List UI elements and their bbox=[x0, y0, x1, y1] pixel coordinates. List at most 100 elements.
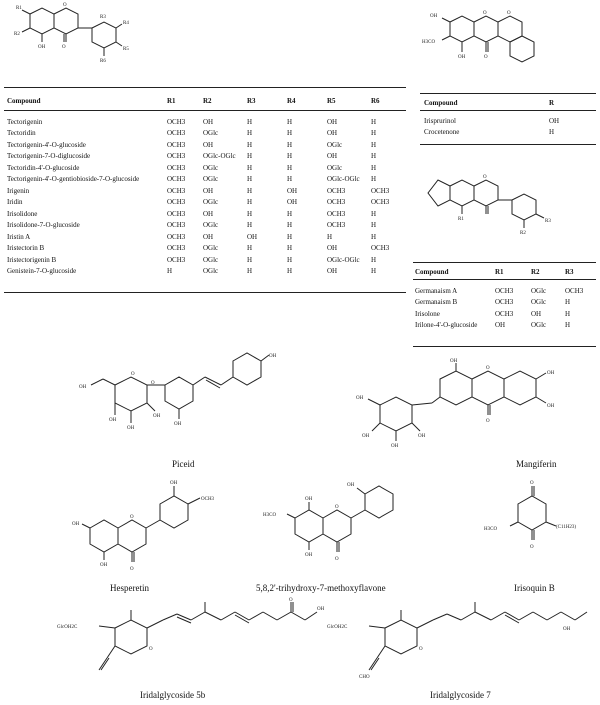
substituent-cell: OH bbox=[203, 186, 214, 195]
compound-name-cell: Tectoridin-4'-O-glucoside bbox=[7, 163, 80, 172]
col-header: R3 bbox=[247, 97, 256, 105]
compound-name-cell: Irisprurinol bbox=[424, 116, 456, 125]
o-label: O bbox=[63, 3, 67, 8]
substituent-cell: H bbox=[287, 163, 293, 172]
substituent-cell: H bbox=[287, 209, 293, 218]
substituent-cell: H bbox=[371, 209, 377, 218]
substituent-cell: H bbox=[287, 267, 293, 276]
table-header-row: Compound R1 R2 R3 R4 R5 R6 bbox=[5, 94, 405, 108]
o-label: O bbox=[486, 419, 490, 424]
oh-label: OH bbox=[170, 481, 178, 486]
substituent-cell: OGlc bbox=[203, 198, 219, 207]
substituent-cell: H bbox=[287, 117, 293, 126]
mangiferin-structure: O O OH OH OH OH OH OH OH bbox=[356, 359, 555, 449]
substituent-cell: OCH3 bbox=[167, 255, 186, 264]
r2-label: R2 bbox=[520, 231, 526, 236]
col-header: R bbox=[549, 99, 555, 107]
o-label: O bbox=[419, 647, 423, 652]
substituent-cell: OCH3 bbox=[371, 198, 390, 207]
substituent-cell: OCH3 bbox=[167, 186, 186, 195]
substituent-cell: OCH3 bbox=[327, 221, 346, 230]
col-header: R3 bbox=[565, 268, 574, 276]
substituent-cell: H bbox=[371, 232, 377, 241]
substituent-cell: H bbox=[247, 175, 253, 184]
substituent-cell: OCH3 bbox=[495, 298, 514, 307]
substituent-cell: H bbox=[565, 309, 571, 318]
o-label: O bbox=[483, 11, 487, 16]
compound-name-cell: Germanaism A bbox=[415, 286, 458, 295]
iridal5b-name: Iridalglycoside 5b bbox=[140, 690, 206, 700]
col-header: R2 bbox=[531, 268, 540, 276]
r5-label: R5 bbox=[123, 47, 129, 52]
pterocarpan-structure: OH H3CO OH O O O bbox=[422, 11, 535, 63]
col-header: R4 bbox=[287, 97, 296, 105]
substituent-cell: H bbox=[247, 129, 253, 138]
col-header: R1 bbox=[167, 97, 176, 105]
substituent-cell: H bbox=[371, 175, 377, 184]
r4-label: R4 bbox=[123, 21, 129, 26]
substituent-cell: H bbox=[371, 255, 377, 264]
r1-label: R1 bbox=[458, 217, 464, 222]
substituent-cell: OCH3 bbox=[167, 163, 186, 172]
substituent-cell: H bbox=[371, 140, 377, 149]
substituent-cell: H bbox=[287, 232, 293, 241]
o-label: O bbox=[335, 505, 339, 510]
piceid-structure: O O OH OH OH OH OH OH bbox=[79, 352, 277, 431]
iridalglycoside-7-structure: GlcOH2C CHO OH O bbox=[327, 602, 588, 680]
substituent-cell: OH bbox=[247, 232, 258, 241]
substituent-cell: H bbox=[565, 298, 571, 307]
col-header: R2 bbox=[203, 97, 212, 105]
o-label: O bbox=[151, 381, 155, 386]
r3-label: R3 bbox=[100, 15, 106, 20]
substituent-cell: H bbox=[371, 163, 377, 172]
o-label: O bbox=[484, 55, 488, 60]
substituent-cell: OCH3 bbox=[167, 232, 186, 241]
substituent-cell: H bbox=[287, 255, 293, 264]
substituent-cell: OGlc bbox=[203, 255, 219, 264]
o-label: O bbox=[335, 557, 339, 562]
oh-label: OH bbox=[127, 426, 135, 431]
o-label: O bbox=[149, 647, 153, 652]
o-label: O bbox=[131, 372, 135, 377]
substituent-cell: OH bbox=[203, 140, 214, 149]
hesperetin-name: Hesperetin bbox=[110, 583, 149, 593]
substituent-cell: H bbox=[287, 221, 293, 230]
substituent-cell: OGlc bbox=[203, 129, 219, 138]
substituent-cell: OCH3 bbox=[167, 221, 186, 230]
compound-name-cell: Tectorigenin bbox=[7, 117, 43, 126]
h3co-label: H3CO bbox=[422, 40, 435, 45]
compound-name-cell: Irigenin bbox=[7, 186, 30, 195]
substituent-cell: OGlc-OGlc bbox=[327, 175, 360, 184]
col-header: Compound bbox=[424, 99, 458, 107]
compound-name-cell: Irisolone bbox=[415, 309, 440, 318]
substituent-cell: OGlc-OGlc bbox=[327, 255, 360, 264]
oh-label: OH bbox=[547, 404, 555, 409]
r2-label: R2 bbox=[14, 32, 20, 37]
substituent-cell: H bbox=[371, 152, 377, 161]
substituent-cell: OGlc bbox=[203, 175, 219, 184]
col-header: R1 bbox=[495, 268, 504, 276]
substituent-cell: H bbox=[247, 163, 253, 172]
substituent-cell: OH bbox=[203, 232, 214, 241]
trihydroxy-methoxyflavone-structure: OH H3CO OH O O OH bbox=[263, 483, 394, 562]
compound-name-cell: Irisolidone bbox=[7, 209, 38, 218]
compound-name-cell: Crocetenone bbox=[424, 128, 460, 137]
substituent-cell: OH bbox=[327, 244, 338, 253]
substituent-cell: H bbox=[247, 198, 253, 207]
substituent-cell: OGlc bbox=[327, 140, 343, 149]
substituent-cell: OCH3 bbox=[495, 286, 514, 295]
och3-label: OCH3 bbox=[201, 497, 215, 502]
substituent-cell: H bbox=[247, 140, 253, 149]
oh-label: OH bbox=[547, 371, 555, 376]
substituent-cell: OH bbox=[287, 198, 298, 207]
